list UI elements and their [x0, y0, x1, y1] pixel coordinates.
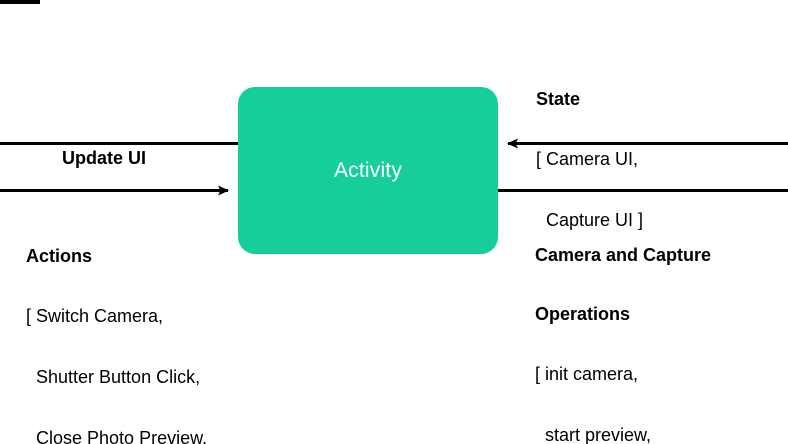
edge-label-state-title: State: [536, 89, 581, 109]
edge-label-camera-operations-line-2: start preview,: [535, 425, 652, 444]
edge-label-update-ui-title: Update UI: [62, 148, 147, 168]
edge-label-camera-operations-line-1: [ init camera,: [535, 364, 639, 384]
edge-label-actions: Actions [ Switch Camera, Shutter Button …: [26, 209, 244, 444]
edge-label-actions-line-1: [ Switch Camera,: [26, 306, 164, 326]
top-left-bar-mark: [0, 0, 40, 4]
edge-label-camera-operations-title-2: Operations: [535, 304, 631, 324]
edge-label-actions-line-2: Shutter Button Click,: [26, 367, 201, 387]
edge-label-state-line-1: [ Camera UI,: [536, 149, 639, 169]
edge-label-state: State [ Camera UI, Capture UI ]: [536, 52, 643, 269]
edge-label-actions-title: Actions: [26, 246, 93, 266]
edge-label-update-ui: Update UI: [62, 111, 146, 206]
activity-node[interactable]: Activity: [238, 87, 498, 254]
edge-label-state-line-2: Capture UI ]: [536, 210, 644, 230]
edge-label-actions-line-3: Close Photo Preview,: [26, 428, 208, 444]
activity-node-label: Activity: [333, 159, 403, 182]
edge-label-camera-operations-title-1: Camera and Capture: [535, 245, 712, 265]
edge-label-camera-operations: Camera and Capture Operations [ init cam…: [535, 208, 711, 444]
